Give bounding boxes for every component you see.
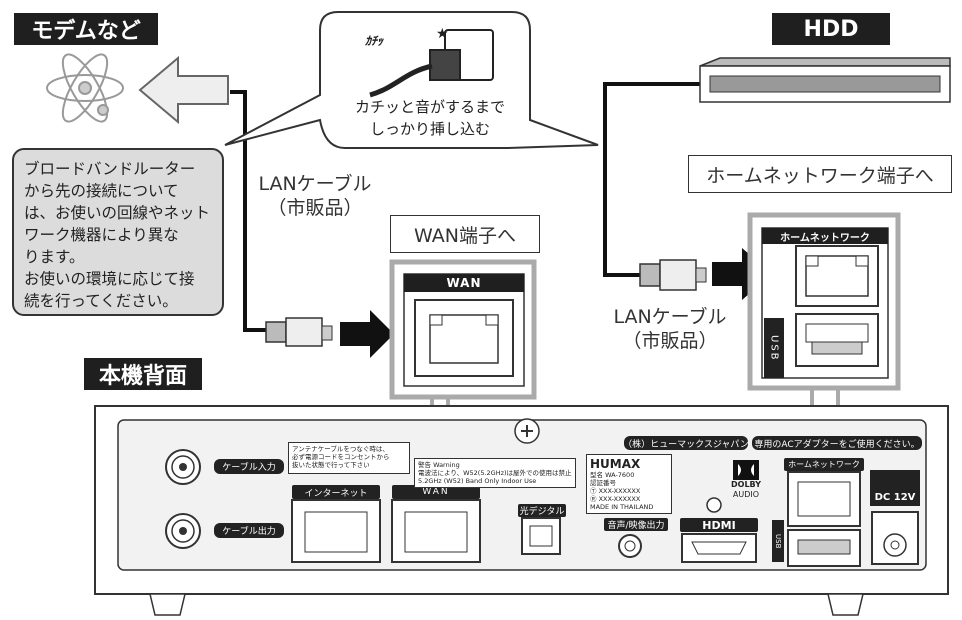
adapter-label: 専用のACアダプターをご使用ください。 (752, 436, 922, 450)
home-zoom-usb-label: USB (764, 318, 784, 378)
home-zoom-ports-icon (795, 245, 879, 367)
wan-panel-label: WAN (392, 485, 480, 499)
warning-line: 警告 Warning (418, 461, 460, 469)
lan-cable-2-name: LANケーブル (613, 306, 727, 328)
ground-terminal-icon (706, 497, 722, 513)
note-line: ります。 (24, 248, 85, 266)
lan-cable-1-line (230, 90, 268, 332)
brand-name: HUMAX (590, 457, 641, 471)
hdmi-port-icon (681, 533, 757, 563)
plug-icon: ★ (369, 26, 494, 98)
wan-callout: WAN端子へ (390, 215, 540, 253)
hdd-label: HDD (772, 13, 890, 45)
optical-label: 光デジタル (518, 504, 566, 517)
made-in-text: MADE IN THAILAND (590, 503, 654, 511)
wan-zoom-title: WAN (404, 274, 524, 292)
bubble-line-2: しっかり挿し込む (369, 120, 490, 138)
warning-sticker: 警告 Warning 電波法により、W52(5.2GHz)は屋外での使用は禁止で… (414, 458, 576, 488)
lan-cable-1-name: LANケーブル (258, 173, 372, 195)
cable-in-label: ケーブル入力 (214, 459, 284, 474)
lan-cable-1-label: LANケーブル （市販品） (245, 172, 385, 220)
rating-label: HUMAX 型名 WA-7600 認証番号 Ⓣ XXX-XXXXXX Ⓡ XXX… (586, 454, 672, 514)
modem-icon (46, 53, 124, 123)
note-line: から先の接続について (24, 182, 179, 200)
antenna-note-line: 必ず電源コードをコンセントから (292, 453, 390, 461)
audio-jack-icon (618, 534, 642, 558)
hdmi-label: HDMI (680, 518, 758, 532)
home-zoom-title: ホームネットワーク (762, 228, 888, 244)
lan-plug-2-icon (639, 259, 707, 291)
connection-note: ブロードバンドルーター から先の接続について は、お使いの回線やネット ワーク機… (12, 148, 224, 316)
lan-cable-2-line (603, 82, 700, 277)
rear-panel-label: 本機背面 (84, 358, 202, 390)
antenna-note-line: 抜いた状態で行って下さい (292, 461, 370, 469)
coax-in-icon (165, 449, 201, 485)
arrow-to-modem-icon (138, 55, 229, 125)
audio-out-label: 音声/映像出力 (604, 518, 668, 531)
note-line: ブロードバンドルーター (24, 160, 196, 178)
bubble-line-1: カチッと音がするまで (354, 98, 505, 116)
home-network-callout: ホームネットワーク端子へ (688, 155, 952, 193)
dolby-line: AUDIO (732, 490, 760, 499)
cable-out-label: ケーブル出力 (214, 523, 284, 538)
modem-label: モデムなど (14, 13, 158, 45)
note-line: ワーク機器により異な (24, 226, 179, 244)
lan-plug-1-icon (265, 317, 333, 347)
internet-label: インターネット (292, 485, 380, 499)
insert-arrow-1-icon (340, 310, 394, 358)
antenna-note-line: アンテナケーブルをつなぐ時は、 (292, 445, 389, 453)
lan-cable-1-note: （市販品） (267, 197, 363, 219)
dc-label: DC 12V (870, 470, 920, 506)
speech-bubble (224, 11, 599, 149)
lan-cable-2-label: LANケーブル （市販品） (605, 305, 735, 353)
panel-usb-label: USB (772, 520, 784, 562)
coax-out-icon (165, 513, 201, 549)
click-sound-text: ｶﾁｯ (365, 34, 384, 48)
note-line: お使いの環境に応じて接 (24, 270, 195, 288)
internet-port-icon (291, 499, 381, 563)
dolby-logo-icon (733, 460, 759, 480)
cert-t-text: Ⓣ XXX-XXXXXX (590, 487, 641, 495)
maker-label: （株）ヒューマックスジャパン (623, 436, 749, 450)
warning-line: 電波法により、W52(5.2GHz)は屋外での使用は禁止です。 (418, 469, 572, 477)
warning-line: 5.2GHz (W52) Band Only Indoor Use (418, 477, 537, 485)
dolby-label: DOLBY AUDIO (724, 480, 768, 500)
wan-zoom-port-icon (414, 299, 514, 377)
antenna-caution-sticker: アンテナケーブルをつなぐ時は、 必ず電源コードをコンセントから 抜いた状態で行っ… (288, 442, 410, 474)
wan-port-icon (391, 499, 481, 563)
note-line: は、お使いの回線やネット (24, 204, 211, 222)
cert-r-text: Ⓡ XXX-XXXXXX (590, 495, 641, 503)
cert-text: 認証番号 (590, 479, 616, 487)
svg-text:★: ★ (436, 26, 449, 42)
hdd-icon (699, 57, 951, 103)
dolby-line: DOLBY (731, 480, 761, 489)
panel-home-network-label: ホームネットワーク (784, 458, 864, 471)
optical-port-icon (521, 517, 561, 555)
model-text: 型名 WA-7600 (590, 471, 635, 479)
panel-home-ports-icon (787, 471, 861, 567)
lan-cable-2-note: （市販品） (622, 330, 718, 352)
note-line: 続を行ってください。 (24, 292, 178, 310)
